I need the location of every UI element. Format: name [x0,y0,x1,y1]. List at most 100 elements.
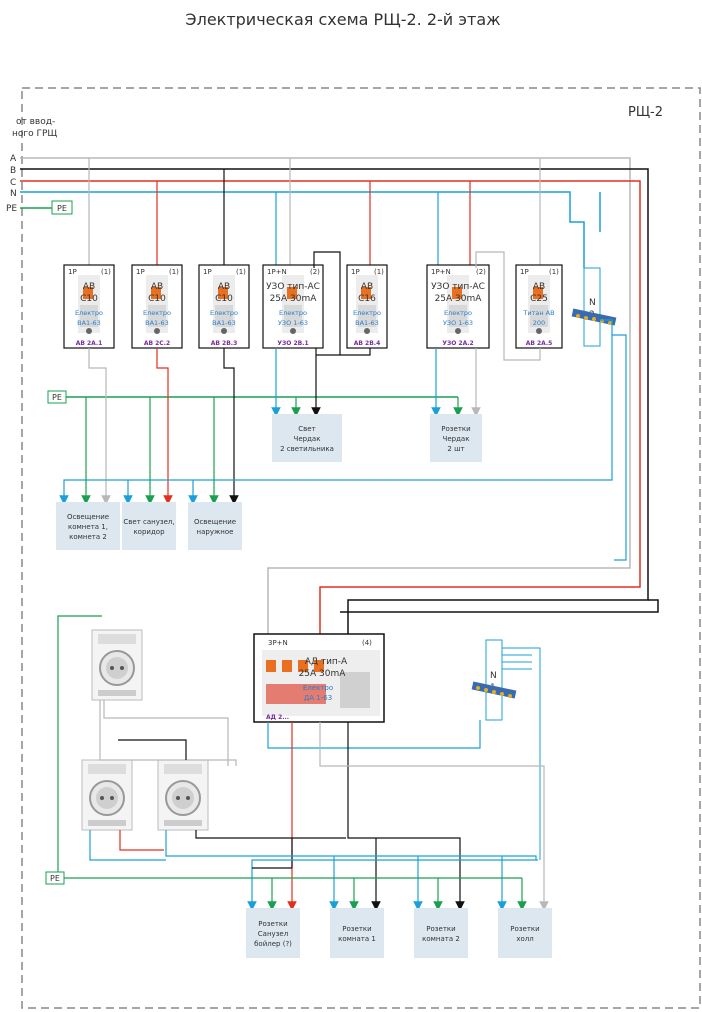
breaker-brand-2: ВА1-63 [145,319,169,327]
rcbo-id: АД 2... [266,714,289,721]
breaker-poles: 1P [203,268,212,276]
breaker-brand-1: Титан АВ [522,309,554,317]
breaker-brand-2: ВА1-63 [77,319,101,327]
load-box: Освещение наружное [188,502,242,550]
rcbo-brand-2: ДА 1-63 [304,694,332,702]
breaker-poles: 1P [68,268,77,276]
breaker-line-2: 25А 30mA [270,294,318,304]
breaker-line-2: С25 [530,294,548,304]
load-label: комнета 1, [68,523,108,531]
breaker-brand-1: Електро [75,309,103,317]
load-label: бойлер (?) [254,940,292,948]
load-label: коридор [133,528,165,536]
breaker-num: (1) [101,268,111,276]
load-label: Розетки [342,925,371,933]
breaker-brand-2: УЗО 1-63 [443,319,473,327]
load-label: холл [516,935,533,943]
breaker-id: АВ 2А.1 [76,340,103,347]
rcbo-num: (4) [362,639,372,647]
breaker-id: АВ 2А.5 [526,340,553,347]
socket-module-2 [81,759,133,831]
socket-module-3 [157,759,209,831]
load-label: 2 шт [447,445,464,453]
pe-tag [51,200,73,215]
breaker-poles: 1P [136,268,145,276]
svg-text:PE: PE [50,874,60,883]
breaker-line-1: АВ [218,282,230,292]
breaker-id: АВ 2С.2 [144,340,170,347]
n-bus-bottom: N 1 [471,639,541,860]
breaker-brand-2: 200 [533,319,545,327]
breaker-line-2: 25А 30mA [435,294,483,304]
load-label: Свет [298,425,315,433]
breaker-brand-2: ВА1-63 [212,319,236,327]
input-label-1: от ввод- [16,117,55,127]
breaker-line-2: С10 [215,294,233,304]
rcbo-poles: 3P+N [268,639,288,647]
breaker-num: (1) [236,268,246,276]
breaker-brand-1: Електро [444,309,472,317]
breaker-feeds [88,158,541,270]
breaker-brand-1: Електро [143,309,171,317]
load-label: Розетки [441,425,470,433]
breaker-num: (2) [310,268,320,276]
svg-text:N: N [490,671,497,681]
breaker-id: УЗО 2В.1 [277,340,308,347]
breaker-poles: 1P [351,268,360,276]
breaker-line-1: АВ [83,282,95,292]
breaker-brand-2: ВА1-63 [355,319,379,327]
bottom-distribution-wiring [57,615,549,911]
load-label: Освещение [194,518,236,526]
svg-text:PE: PE [52,393,62,402]
load-box: Свет санузел, коридор [122,502,176,550]
bus-label-a: A [10,154,17,164]
main-buses [20,157,659,634]
load-label: Свет санузел, [123,518,174,526]
load-label: 2 светильника [280,445,334,453]
breaker-brand-1: Електро [353,309,381,317]
n-bus-top: N 2 [571,267,627,561]
bus-label-c: C [10,178,16,188]
load-label: комната 2 [422,935,460,943]
breaker-line-1: УЗО тип-АС [266,282,320,292]
load-box: Розетки комната 1 [330,908,384,958]
input-label-2: ного ГРЩ [12,129,57,139]
load-box: Розетки холл [498,908,552,958]
breaker-line-1: АВ [533,282,545,292]
load-label: Розетки [258,920,287,928]
top-distribution-wiring [59,251,613,505]
panel-label: РЩ-2 [628,105,663,120]
breaker-brand-1: Електро [279,309,307,317]
breaker-num: (2) [476,268,486,276]
svg-text:N: N [589,298,596,308]
breaker-brand-1: Електро [210,309,238,317]
socket-module-1 [91,629,143,701]
load-label: наружное [197,528,234,536]
breaker-brand-2: УЗО 1-63 [278,319,308,327]
breaker-id: АВ 2В.4 [354,340,381,347]
pe-tag-label: PE [57,204,67,213]
load-label: Санузел [258,930,288,938]
rcbo-module: 3P+N (4) АД тип-А 25А 30mA Електро ДА 1-… [253,633,385,723]
load-label: комната 1 [338,935,376,943]
load-label: Розетки [510,925,539,933]
breaker-poles: 1P [520,268,529,276]
breaker-line-2: С10 [148,294,166,304]
breaker-line-1: АВ [151,282,163,292]
rcbo-brand-1: Електро [303,684,333,692]
breaker-poles: 1P+N [267,268,287,276]
breaker-num: (1) [374,268,384,276]
panel-frame [21,87,701,1009]
bus-label-n: N [10,189,17,199]
